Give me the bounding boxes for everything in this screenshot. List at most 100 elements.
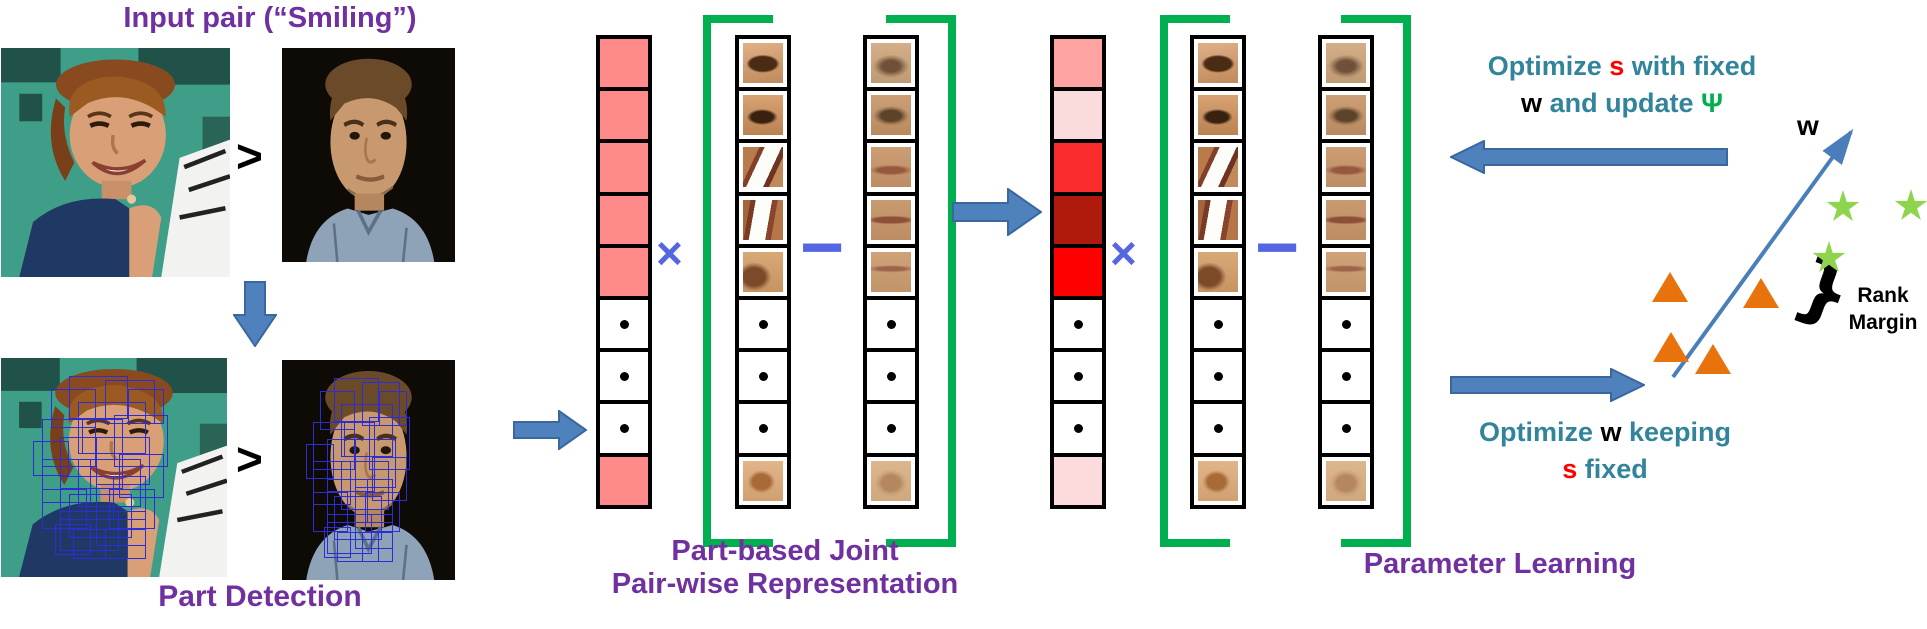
detection-box — [326, 514, 372, 554]
weight-cell — [600, 247, 648, 296]
rank-margin-line2: Margin — [1848, 311, 1918, 334]
detection-box — [77, 458, 142, 507]
patch-column-person-b-2 — [1318, 35, 1374, 509]
optimize-w-line1: Optimize w keeping — [1415, 414, 1795, 451]
detection-box — [82, 419, 124, 455]
detection-box — [368, 417, 411, 470]
optimize-w-line2: s fixed — [1415, 451, 1795, 488]
text-segment: fixed — [1577, 454, 1648, 484]
weight-cell — [600, 91, 648, 140]
ellipsis-cell — [867, 404, 915, 453]
patch-cell — [867, 143, 915, 192]
patch-cell — [867, 456, 915, 505]
detection-box — [313, 492, 348, 532]
arrow-right-big-icon — [952, 188, 1042, 236]
weight-cell — [1054, 195, 1102, 244]
patch-cell — [1322, 91, 1370, 140]
ellipsis-dot — [1213, 423, 1223, 433]
text-segment: s — [1609, 51, 1625, 81]
patch-cell — [867, 39, 915, 88]
detection-box — [333, 377, 379, 422]
part-detection-label: Part Detection — [158, 580, 362, 613]
detection-box — [326, 439, 376, 492]
ellipsis-dot — [1341, 423, 1351, 433]
eyebrow-patch — [871, 43, 911, 84]
detection-box — [32, 441, 69, 477]
photo-man-part-detection — [282, 360, 455, 580]
detection-box — [104, 528, 146, 560]
patch-cell — [867, 195, 915, 244]
ellipsis-cell — [600, 404, 648, 453]
man-face-graphic — [282, 48, 455, 262]
patch-cell — [739, 247, 787, 296]
detection-box-layer — [282, 360, 455, 580]
ellipsis-dot — [1213, 371, 1223, 381]
ellipsis-cell — [1194, 404, 1242, 453]
patch-column-person-a-1 — [735, 35, 791, 509]
eyebrow-patch — [1198, 43, 1238, 84]
w-vector-label: w — [1797, 110, 1819, 141]
patch-cell — [1194, 143, 1242, 192]
representation-label: Part-based Joint Pair-wise Representatio… — [545, 535, 1025, 601]
ellipsis-cell — [1322, 404, 1370, 453]
mouth-corner-patch — [1326, 147, 1366, 188]
nose-corner-patch — [1198, 251, 1238, 292]
detection-box — [344, 421, 376, 457]
eye-patch — [1326, 95, 1366, 136]
ellipsis-cell — [1054, 352, 1102, 401]
text-segment: s — [1562, 454, 1578, 484]
detection-box — [354, 478, 393, 523]
arrow-right-icon — [513, 410, 587, 450]
minus-operator: − — [800, 205, 845, 290]
patch-cell — [1194, 247, 1242, 296]
greater-than-bottom: > — [236, 433, 263, 485]
times-operator: × — [1110, 227, 1137, 279]
weight-cell — [1054, 39, 1102, 88]
ellipsis-dot — [619, 371, 629, 381]
ellipsis-cell — [739, 352, 787, 401]
weight-cell — [600, 456, 648, 505]
weight-cell — [600, 195, 648, 244]
w-direction-arrow — [1671, 128, 1854, 379]
nose-patch — [871, 460, 911, 501]
weight-cell — [1054, 143, 1102, 192]
ellipsis-dot — [619, 423, 629, 433]
eye-patch — [871, 95, 911, 136]
ellipsis-dot — [886, 319, 896, 329]
green-bracket-right-icon — [1341, 15, 1411, 547]
optimize-s-text: Optimize s with fixed w and update Ψ — [1427, 48, 1817, 122]
patch-cell — [1322, 195, 1370, 244]
woman-face-graphic — [1, 48, 230, 277]
detection-box — [41, 489, 87, 529]
text-segment: Optimize — [1487, 51, 1610, 81]
detection-box — [337, 531, 379, 563]
mouth-corner-patch — [1198, 147, 1238, 188]
green-bracket-right-icon — [886, 15, 956, 547]
times-operator: × — [656, 227, 683, 279]
patch-cell — [1322, 247, 1370, 296]
rank-margin-label: Rank Margin — [1833, 282, 1927, 336]
text-segment: Ψ — [1701, 88, 1723, 118]
patch-cell — [739, 456, 787, 505]
patch-cell — [867, 247, 915, 296]
text-segment: keeping — [1621, 417, 1732, 447]
ellipsis-dot — [1073, 371, 1083, 381]
ellipsis-cell — [600, 352, 648, 401]
detection-box — [313, 461, 352, 506]
eyebrow-patch — [1326, 43, 1366, 84]
ellipsis-dot — [758, 423, 768, 433]
detection-box — [68, 375, 128, 420]
nose-patch — [743, 460, 783, 501]
input-pair-title: Input pair (“Smiling”) — [123, 2, 417, 34]
patch-cell — [739, 195, 787, 244]
arrow-right-long-icon — [1450, 368, 1645, 402]
detection-box — [50, 388, 96, 429]
ellipsis-dot — [886, 371, 896, 381]
eye-patch — [1198, 95, 1238, 136]
patch-cell — [1194, 456, 1242, 505]
ellipsis-dot — [1073, 319, 1083, 329]
text-segment: with fixed — [1624, 51, 1757, 81]
patch-cell — [1322, 143, 1370, 192]
smiling-mouth-patch — [743, 199, 783, 240]
